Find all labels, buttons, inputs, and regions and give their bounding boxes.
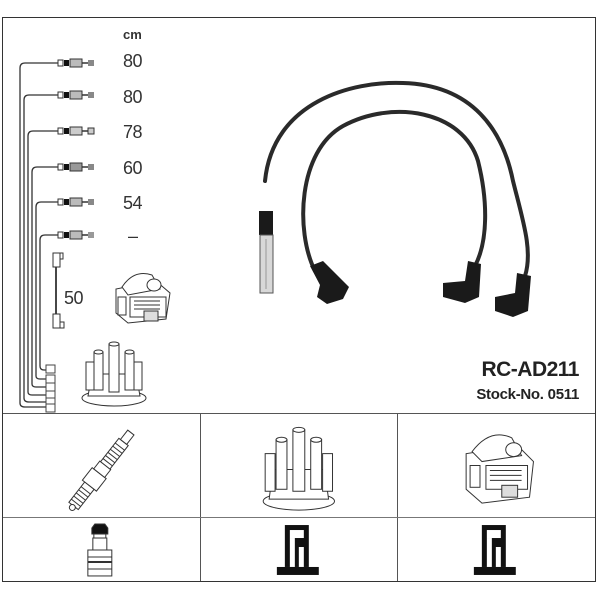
coil-connector-cell (397, 518, 595, 581)
spark-plug-icon (68, 429, 135, 511)
cable-length-3: 78 (123, 122, 143, 142)
distributor-cap-icon (81, 341, 147, 407)
ignition-coil-icon (465, 434, 535, 504)
cable-length-2: 80 (123, 87, 143, 107)
cable-set-overview: cm 80 80 78 60 54 – 50 (3, 18, 595, 414)
ignition-coil-icon (115, 273, 171, 324)
ignition-coil-cell (397, 414, 595, 517)
cable-length-5: 54 (123, 193, 143, 213)
plug-connector-cell (3, 518, 200, 581)
distributor-cap-icon (262, 426, 335, 511)
cable-length-1: 80 (123, 51, 143, 71)
product-code: RC-AD211 (481, 358, 579, 381)
stock-number: Stock-No.0511 (476, 386, 579, 403)
stock-value: 0511 (547, 386, 580, 403)
distributor-cap-cell (199, 414, 398, 517)
plug-connector-icon (87, 523, 113, 577)
cable-schematic (19, 58, 95, 413)
connector-type-row (3, 518, 595, 581)
cable-length-6: – (128, 226, 138, 246)
stock-label: Stock-No. (476, 386, 544, 403)
coil-lead-length: 50 (64, 288, 84, 308)
spark-plug-cell (3, 414, 200, 517)
length-unit-label: cm (123, 27, 142, 42)
product-diagram-frame: cm 80 80 78 60 54 – 50 (2, 17, 596, 582)
ignition-cable-set-image (259, 80, 531, 317)
coil-connector-icon (474, 525, 517, 575)
cap-connector-icon (276, 525, 319, 575)
cable-length-4: 60 (123, 158, 143, 178)
cap-connector-cell (199, 518, 398, 581)
component-row (3, 414, 595, 518)
